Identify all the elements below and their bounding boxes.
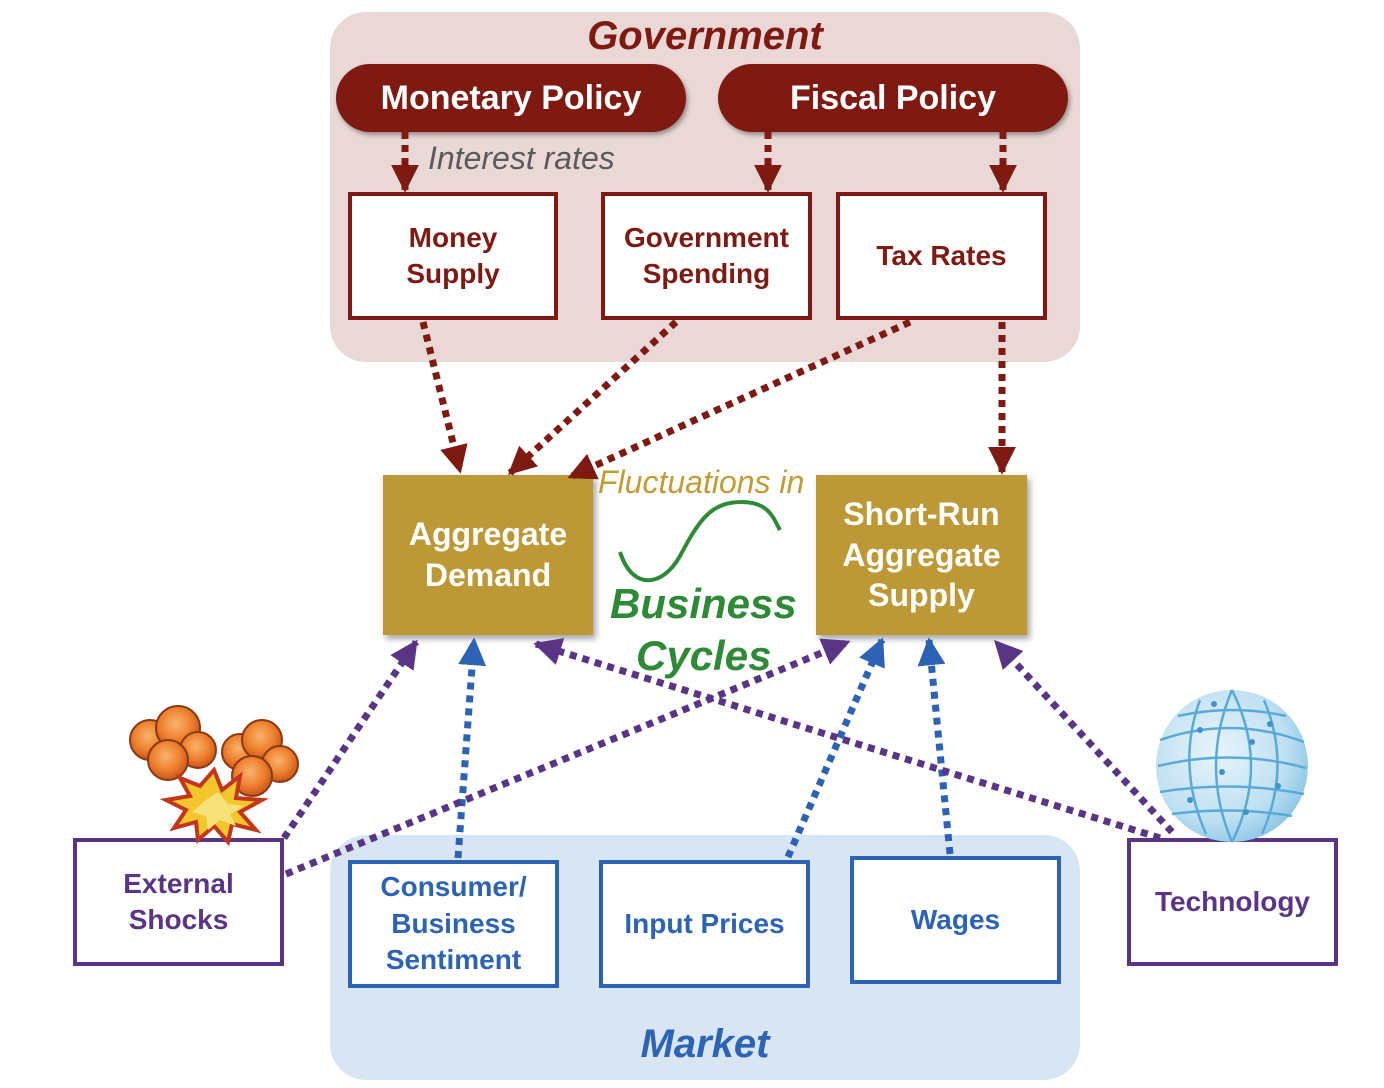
globe-icon bbox=[1156, 689, 1308, 843]
money-supply-box: Money Supply bbox=[348, 192, 558, 320]
fluctuations-label: Fluctuations in bbox=[598, 464, 805, 500]
arrow-tax-to-ad bbox=[567, 318, 912, 481]
market-title: Market bbox=[640, 1022, 770, 1066]
arrow-shocks-to-sras bbox=[284, 638, 851, 878]
arrow-input-prices-to-sras bbox=[784, 637, 886, 859]
arrow-wages-to-sras bbox=[917, 637, 954, 855]
arrow-spending-to-ad bbox=[507, 319, 679, 476]
external-shocks-box: External Shocks bbox=[73, 838, 284, 966]
aggregate-demand-box: Aggregate Demand bbox=[383, 475, 593, 635]
government-title: Government bbox=[587, 14, 823, 58]
sentiment-box: Consumer/ Business Sentiment bbox=[348, 860, 559, 988]
wages-box: Wages bbox=[850, 856, 1061, 984]
input-prices-box: Input Prices bbox=[599, 860, 810, 988]
wave-icon bbox=[618, 499, 782, 583]
arrow-money-supply-to-ad bbox=[419, 321, 468, 474]
interest-rates-label: Interest rates bbox=[428, 140, 615, 176]
government-spending-box: Government Spending bbox=[601, 192, 812, 320]
arrow-technology-to-sras bbox=[993, 639, 1175, 835]
business-label: Business bbox=[610, 580, 797, 627]
arrow-sentiment-to-ad bbox=[454, 637, 487, 859]
arrow-shocks-to-ad bbox=[281, 639, 419, 840]
monetary-policy-pill: Monetary Policy bbox=[336, 64, 686, 132]
fiscal-policy-pill: Fiscal Policy bbox=[718, 64, 1068, 132]
cycles-label: Cycles bbox=[636, 632, 772, 679]
short-run-aggregate-supply-box: Short-Run Aggregate Supply bbox=[816, 475, 1027, 635]
tax-rates-box: Tax Rates bbox=[836, 192, 1047, 320]
explosion-icon bbox=[129, 705, 299, 847]
arrow-technology-to-ad bbox=[533, 638, 1162, 842]
